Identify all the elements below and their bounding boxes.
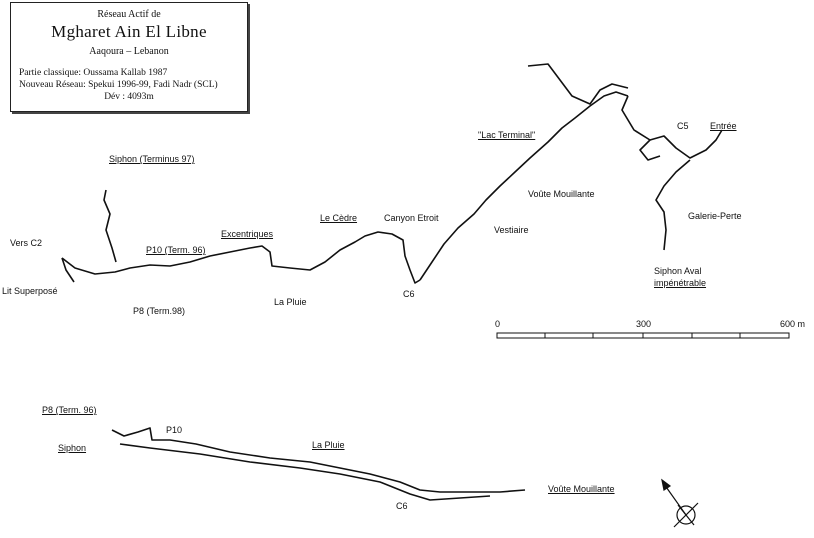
label-lac-terminal: "Lac Terminal" — [478, 130, 536, 140]
section-label-la-pluie: La Pluie — [312, 440, 345, 450]
plan-gallery-entrance — [621, 95, 723, 159]
label-c6: C6 — [403, 289, 415, 299]
label-vers-c2: Vers C2 — [10, 238, 43, 248]
label-siphon-aval-impenetrable: impénétrable — [654, 278, 707, 288]
label-galerie-perte: Galerie-Perte — [688, 211, 742, 221]
plan-gallery-upper — [527, 63, 629, 105]
scale-tick-300: 300 — [636, 319, 652, 329]
section-label-c6: C6 — [396, 501, 408, 511]
label-siphon-terminus: Siphon (Terminus 97) — [109, 154, 195, 164]
section-label-siphon: Siphon — [58, 443, 87, 453]
label-le-cedre: Le Cèdre — [320, 213, 358, 223]
label-excentriques: Excentriques — [221, 229, 274, 239]
scale-bar — [496, 332, 790, 339]
title-box: Réseau Actif de Mgharet Ain El Libne Aaq… — [10, 2, 248, 112]
plan-gallery-c5 — [639, 139, 661, 161]
title-subtitle: Réseau Actif de — [97, 9, 161, 20]
plan-gallery-east — [419, 91, 629, 281]
label-lit-superpose: Lit Superposé — [2, 286, 58, 296]
credit-2: Nouveau Réseau: Spekui 1996-99, Fadi Nad… — [19, 80, 218, 90]
scale-tick-0: 0 — [495, 319, 501, 329]
section-label-p10: P10 — [166, 425, 183, 435]
label-p8: P8 (Term.98) — [133, 306, 186, 316]
location: Aaqoura – Lebanon — [89, 46, 169, 57]
plan-gallery-siphon-branch — [103, 189, 117, 263]
map-title: Mgharet Ain El Libne — [51, 22, 207, 41]
label-siphon-aval: Siphon Aval — [654, 266, 702, 276]
section-label-voute-mouillante: Voûte Mouillante — [548, 484, 615, 494]
label-la-pluie: La Pluie — [274, 297, 307, 307]
plan-gallery-vers-c2 — [61, 257, 75, 283]
label-canyon-etroit: Canyon Etroit — [384, 213, 439, 223]
label-c5: C5 — [677, 121, 689, 131]
label-p10: P10 (Term. 96) — [146, 245, 206, 255]
section-gallery — [111, 427, 526, 493]
label-entree: Entrée — [710, 121, 737, 131]
scale-tick-600: 600 m — [780, 319, 806, 329]
development: Dév : 4093m — [104, 92, 154, 102]
label-voute-mouillante: Voûte Mouillante — [528, 189, 595, 199]
credit-1: Partie classique: Oussama Kallab 1987 — [19, 68, 168, 78]
plan-gallery-perte — [655, 159, 691, 251]
plan-gallery-west — [61, 231, 421, 284]
label-vestiaire: Vestiaire — [494, 225, 529, 235]
section-gallery-floor — [119, 443, 491, 501]
section-label-p8: P8 (Term. 96) — [42, 405, 97, 415]
north-arrow-icon — [661, 478, 699, 528]
